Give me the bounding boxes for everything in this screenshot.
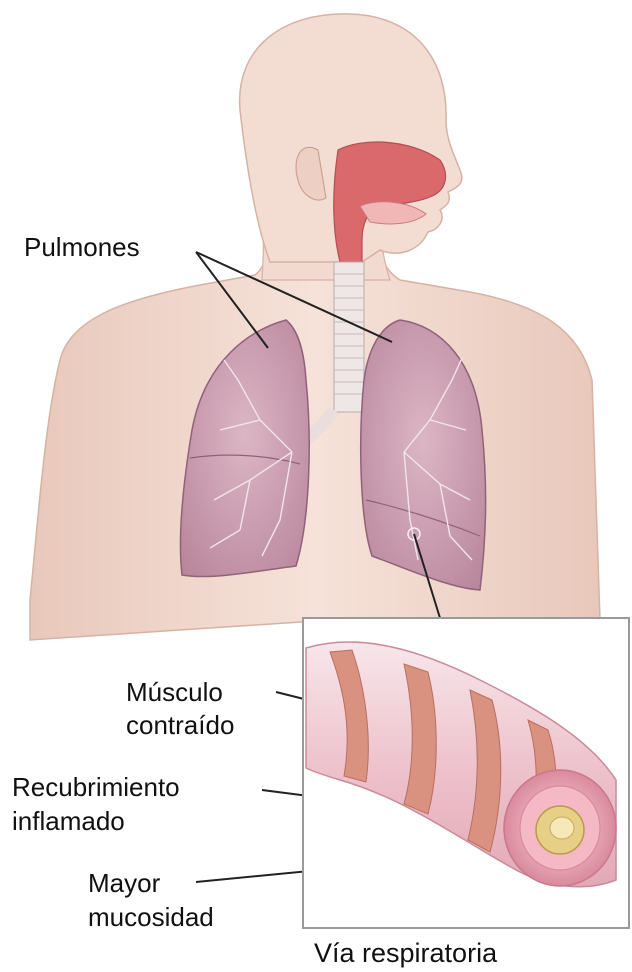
label-muscle-line2: contraído xyxy=(126,710,234,740)
label-mucus-line2: mucosidad xyxy=(88,902,214,932)
label-lining-line2: inflamado xyxy=(12,806,125,836)
label-lungs: Pulmones xyxy=(24,232,140,262)
label-lining-line1: Recubrimiento xyxy=(12,772,180,802)
label-muscle-line1: Músculo xyxy=(126,677,223,707)
label-mucus-line1: Mayor xyxy=(88,868,160,898)
label-airway-caption: Vía respiratoria xyxy=(314,938,497,968)
